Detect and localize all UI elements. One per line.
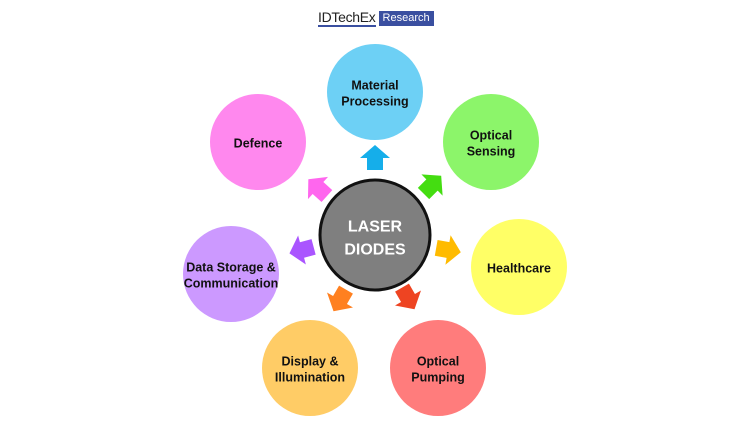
logo-tag: Research — [378, 11, 434, 26]
application-circle — [327, 44, 423, 140]
arrow-icon — [395, 283, 421, 310]
arrow-icon — [434, 235, 461, 265]
arrow-icon — [360, 145, 390, 170]
application-circle — [183, 226, 279, 322]
application-healthcare — [471, 219, 567, 315]
application-circle — [443, 94, 539, 190]
application-circle — [471, 219, 567, 315]
arrow-icon — [327, 285, 353, 312]
application-optical-sensing — [443, 94, 539, 190]
arrow-icon — [417, 174, 443, 200]
application-label: Data Storage &Communication — [184, 261, 278, 291]
center-circle — [318, 178, 432, 292]
application-circle — [390, 320, 486, 416]
application-label: Healthcare — [487, 262, 551, 276]
application-circle — [262, 320, 358, 416]
arrow-icon — [289, 235, 316, 265]
application-material-processing — [327, 44, 423, 140]
idtechex-logo: IDTechEx Research — [318, 10, 434, 27]
application-display-illumination — [262, 320, 358, 416]
logo-brand: IDTechEx — [318, 9, 376, 27]
application-label: Display &Illumination — [275, 355, 345, 385]
application-label: Defence — [234, 137, 283, 151]
application-data-storage-communication — [183, 226, 279, 322]
arrow-icon — [307, 176, 333, 202]
application-defence — [210, 94, 306, 190]
application-circle — [210, 94, 306, 190]
application-optical-pumping — [390, 320, 486, 416]
